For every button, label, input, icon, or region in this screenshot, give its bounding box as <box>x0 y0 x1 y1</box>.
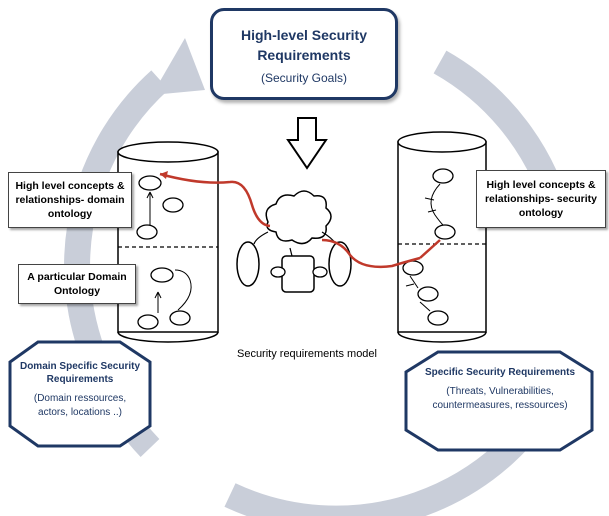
left-octagon-detail: (Domain ressources, actors, locations ..… <box>33 393 127 418</box>
security-model-label: Security requirements model <box>236 348 377 360</box>
security-ontology-note: High level concepts & relationships- sec… <box>476 170 606 228</box>
left-octagon-title: Domain Specific Security Requirements <box>19 361 141 385</box>
cycle-arrowhead <box>152 38 205 95</box>
down-arrow-icon <box>286 117 328 170</box>
right-cylinder <box>397 131 487 343</box>
left-octagon <box>8 340 152 448</box>
top-box-subtitle: (Security Goals) <box>260 71 348 85</box>
left-octagon-text: Domain Specific Security Requirements (D… <box>18 360 142 420</box>
right-octagon-detail: (Threats, Vulnerabilities, countermeasur… <box>432 386 568 411</box>
right-octagon-title: Specific Security Requirements <box>424 367 576 378</box>
red-link-lines <box>159 171 441 269</box>
left-cylinder <box>117 141 219 343</box>
security-model-graphic <box>236 190 352 293</box>
domain-ontology-note: High level concepts & relationships- dom… <box>8 172 132 228</box>
right-octagon <box>404 350 594 452</box>
high-level-requirements-box: High-level Security Requirements (Securi… <box>210 8 398 100</box>
right-octagon-text: Specific Security Requirements (Threats,… <box>416 366 584 413</box>
top-box-title: High-level Security Requirements <box>240 27 368 63</box>
particular-domain-ontology-note: A particular Domain Ontology <box>18 264 136 304</box>
